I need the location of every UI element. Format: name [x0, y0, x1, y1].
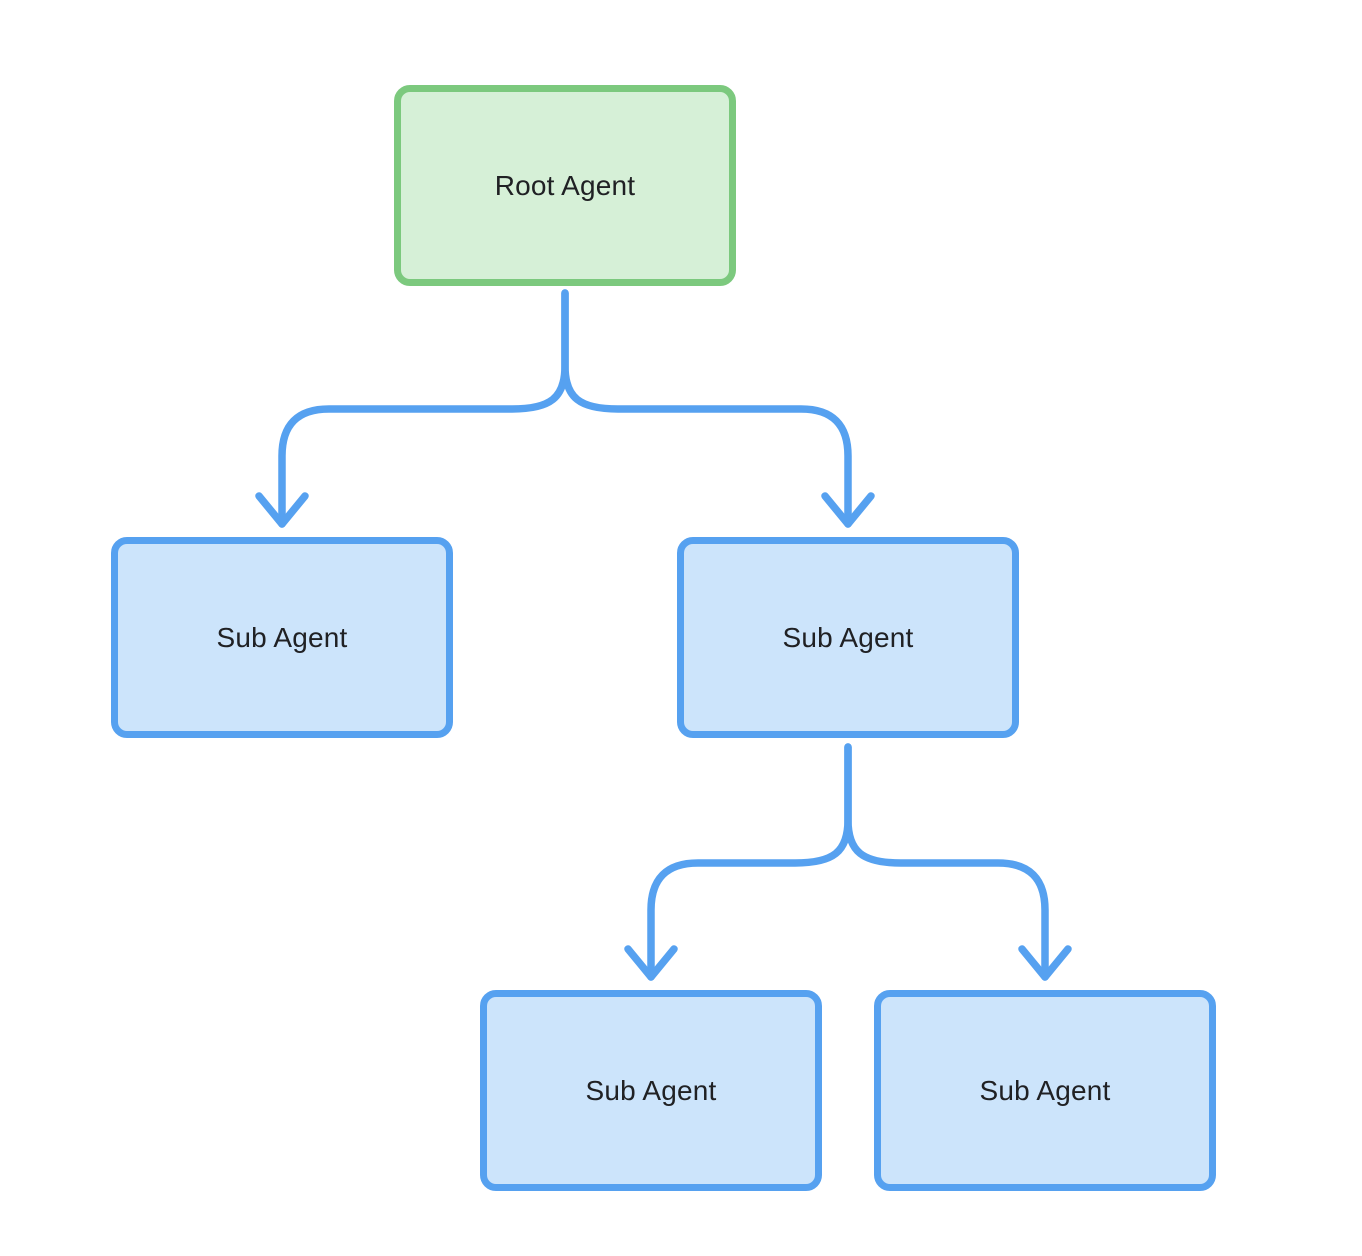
edge-sub-right-to-sub-bot-left — [624, 743, 852, 981]
node-label: Sub Agent — [585, 1074, 717, 1106]
edge-sub-right-to-sub-bot-right — [844, 743, 1072, 981]
edge-root-to-sub-right — [561, 289, 875, 528]
node-label: Sub Agent — [782, 621, 914, 653]
node-root-agent: Root Agent — [394, 85, 736, 286]
node-label: Sub Agent — [216, 621, 348, 653]
node-label: Root Agent — [494, 169, 636, 201]
node-sub-agent-right: Sub Agent — [677, 537, 1019, 738]
arrowhead-down-icon — [1018, 945, 1072, 981]
arrowhead-down-icon — [821, 492, 875, 528]
arrowhead-down-icon — [624, 945, 678, 981]
node-sub-agent-bottom-right: Sub Agent — [874, 990, 1216, 1191]
arrowhead-down-icon — [255, 492, 309, 528]
node-sub-agent-bottom-left: Sub Agent — [480, 990, 822, 1191]
node-sub-agent-left: Sub Agent — [111, 537, 453, 738]
edge-root-to-sub-left — [255, 289, 569, 528]
node-label: Sub Agent — [979, 1074, 1111, 1106]
